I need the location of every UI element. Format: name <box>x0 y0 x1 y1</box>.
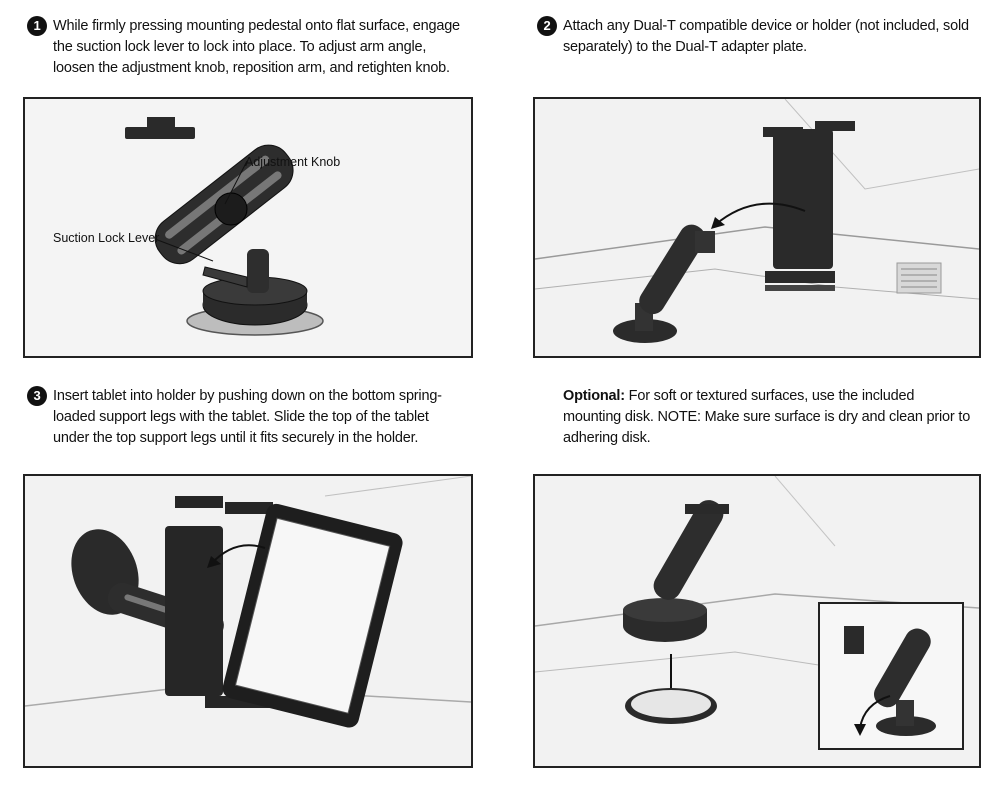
step-1-line-1: While firmly pressing mounting pedestal … <box>53 18 460 34</box>
step-2-number-badge: 2 <box>537 16 557 36</box>
step-3-illustration <box>23 474 473 768</box>
step-3-line-2: loaded support legs with the tablet. Sli… <box>53 409 429 425</box>
step-2-illustration <box>533 97 981 358</box>
step-2-instructions: 2 Attach any Dual-T compatible device or… <box>537 16 987 58</box>
optional-instructions: Optional: For soft or textured surfaces,… <box>563 386 993 449</box>
adjustment-knob-callout: Adjustment Knob <box>245 155 341 169</box>
optional-illustration <box>533 474 981 768</box>
step-1-number-badge: 1 <box>27 16 47 36</box>
optional-line-1: For soft or textured surfaces, use the i… <box>624 388 915 404</box>
optional-line-3: adhering disk. <box>563 430 651 446</box>
step-1-line-3: loosen the adjustment knob, reposition a… <box>53 60 450 76</box>
optional-line-2: mounting disk. NOTE: Make sure surface i… <box>563 409 971 425</box>
tablet-insert-drawing <box>25 476 471 766</box>
suction-lever-leader <box>154 238 214 262</box>
step-3-instructions: 3 Insert tablet into holder by pushing d… <box>27 386 487 449</box>
mount-rotate-drawing <box>820 604 962 748</box>
step-1-illustration: Adjustment Knob Suction Lock Lever <box>23 97 473 358</box>
adjustment-knob-leader <box>224 160 248 205</box>
holder-attach-drawing <box>535 99 979 356</box>
optional-inset <box>818 602 964 750</box>
suction-mount-drawing <box>25 99 471 356</box>
suction-lock-lever-callout: Suction Lock Lever <box>53 231 160 245</box>
step-2-line-2: separately) to the Dual-T adapter plate. <box>563 39 808 55</box>
optional-label: Optional: <box>563 388 625 404</box>
step-3-number-badge: 3 <box>27 386 47 406</box>
step-3-line-3: under the top support legs until it fits… <box>53 430 419 446</box>
step-1-line-2: the suction lock lever to lock into plac… <box>53 39 427 55</box>
step-2-line-1: Attach any Dual-T compatible device or h… <box>563 18 969 34</box>
step-1-instructions: 1 While firmly pressing mounting pedesta… <box>27 16 487 79</box>
step-3-line-1: Insert tablet into holder by pushing dow… <box>53 388 442 404</box>
